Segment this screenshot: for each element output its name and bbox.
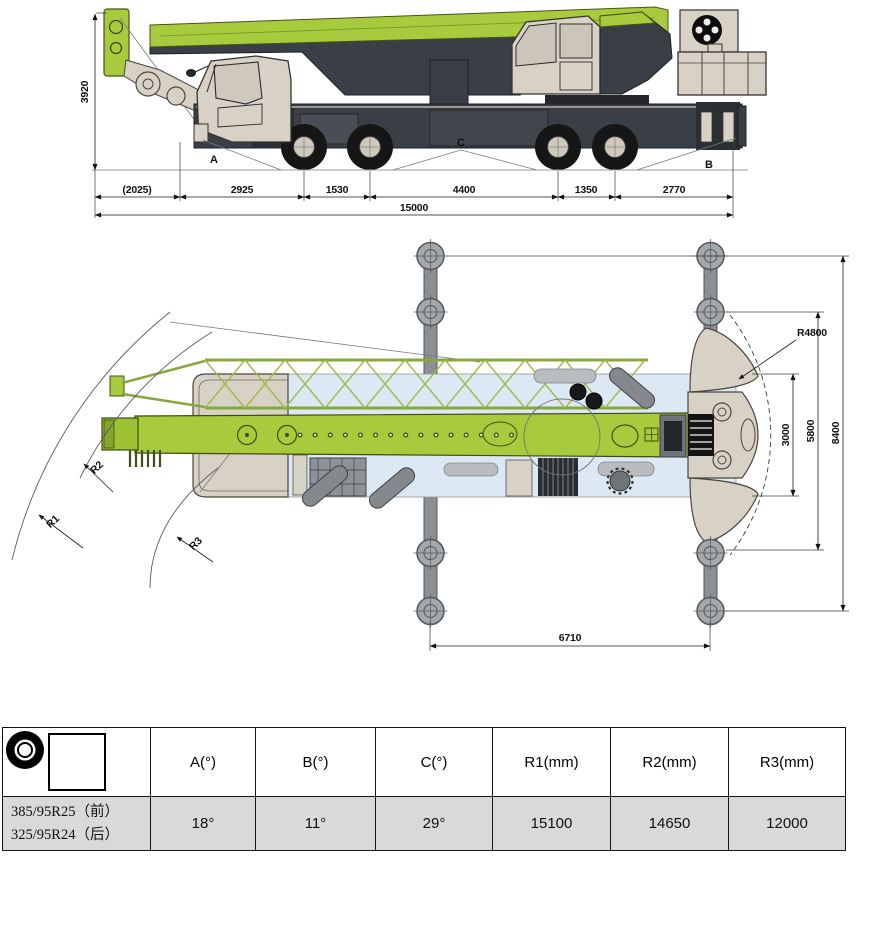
swing-arc-r4800 bbox=[729, 314, 772, 556]
tire-spec-rear: 325/95R24（后） bbox=[11, 826, 119, 843]
tire-icon bbox=[5, 730, 106, 791]
dim-seg-3: 1530 bbox=[326, 184, 349, 196]
value-angle-c: 29° bbox=[375, 796, 493, 851]
tail-counterweight bbox=[687, 327, 759, 543]
dim-seg-6: 2770 bbox=[663, 184, 686, 196]
header-angle-b: B(°) bbox=[255, 727, 376, 797]
radius-r1-label: R1 bbox=[44, 513, 62, 531]
side-view: A B C 3920 (2025) 2925 1530 4400 1350 bbox=[79, 6, 767, 218]
angle-b-label: B bbox=[705, 159, 713, 171]
driver-cab bbox=[186, 55, 292, 144]
wheel bbox=[347, 124, 393, 170]
lattice-jib bbox=[109, 358, 648, 410]
table-data-row: 385/95R25（前） 325/95R24（后） 18° 11° 29° 15… bbox=[2, 796, 846, 851]
dim-tail-radius: R4800 bbox=[797, 327, 827, 339]
dim-width: 3000 bbox=[780, 423, 792, 446]
tire-icon-cell bbox=[2, 727, 151, 797]
tire-spec-cell: 385/95R25（前） 325/95R24（后） bbox=[2, 796, 151, 851]
slew-ring bbox=[523, 398, 601, 476]
wheel bbox=[281, 124, 327, 170]
tire-spec-front: 385/95R25（前） bbox=[11, 804, 119, 821]
spec-table: A(°) B(°) C(°) R1(mm) R2(mm) R3(mm) 385/… bbox=[2, 727, 846, 851]
angle-c-label: C bbox=[457, 137, 465, 149]
dim-outrigger-base: 6710 bbox=[559, 632, 582, 644]
radius-r3-label: R3 bbox=[187, 535, 205, 553]
header-angle-a: A(°) bbox=[150, 727, 256, 797]
dim-seg-5: 1350 bbox=[575, 184, 598, 196]
radius-r2-label: R2 bbox=[88, 459, 106, 477]
top-dimensions: 3000 5800 8400 6710 bbox=[429, 255, 849, 651]
dim-height: 3920 bbox=[79, 80, 91, 103]
dim-inner-span: 5800 bbox=[805, 419, 817, 442]
arc-r1 bbox=[11, 311, 171, 561]
wheel bbox=[592, 124, 638, 170]
side-dimensions: 3920 (2025) 2925 1530 4400 1350 2770 150… bbox=[79, 12, 734, 218]
dim-seg-4: 4400 bbox=[453, 184, 476, 196]
wheel bbox=[535, 124, 581, 170]
value-r2: 14650 bbox=[610, 796, 729, 851]
operator-cab bbox=[511, 15, 601, 95]
table-header-row: A(°) B(°) C(°) R1(mm) R2(mm) R3(mm) bbox=[2, 727, 846, 797]
header-angle-c: C(°) bbox=[375, 727, 493, 797]
deck-equipment bbox=[292, 454, 655, 509]
header-r1: R1(mm) bbox=[492, 727, 611, 797]
angle-a-label: A bbox=[210, 154, 218, 166]
top-view: R1 R2 R3 R4800 3000 5800 8400 6710 bbox=[11, 239, 849, 651]
boom-pivot bbox=[599, 11, 673, 95]
header-r2: R2(mm) bbox=[610, 727, 729, 797]
value-angle-b: 11° bbox=[255, 796, 376, 851]
dim-total-length: 15000 bbox=[400, 202, 429, 214]
angle-lines bbox=[202, 137, 737, 171]
dim-outer-span: 8400 bbox=[830, 421, 842, 444]
value-r3: 12000 bbox=[728, 796, 846, 851]
header-r3: R3(mm) bbox=[728, 727, 846, 797]
arc-r3 bbox=[149, 467, 219, 589]
arc-r2 bbox=[79, 331, 213, 479]
dim-seg-1: (2025) bbox=[122, 184, 151, 196]
wheels bbox=[281, 124, 638, 170]
dim-seg-2: 2925 bbox=[231, 184, 254, 196]
crane-drawing: A B C 3920 (2025) 2925 1530 4400 1350 bbox=[11, 6, 849, 651]
value-r1: 15100 bbox=[492, 796, 611, 851]
boom-top bbox=[101, 412, 691, 467]
upper-deck-equipment bbox=[533, 367, 656, 410]
counterweight bbox=[677, 43, 767, 96]
value-angle-a: 18° bbox=[150, 796, 256, 851]
